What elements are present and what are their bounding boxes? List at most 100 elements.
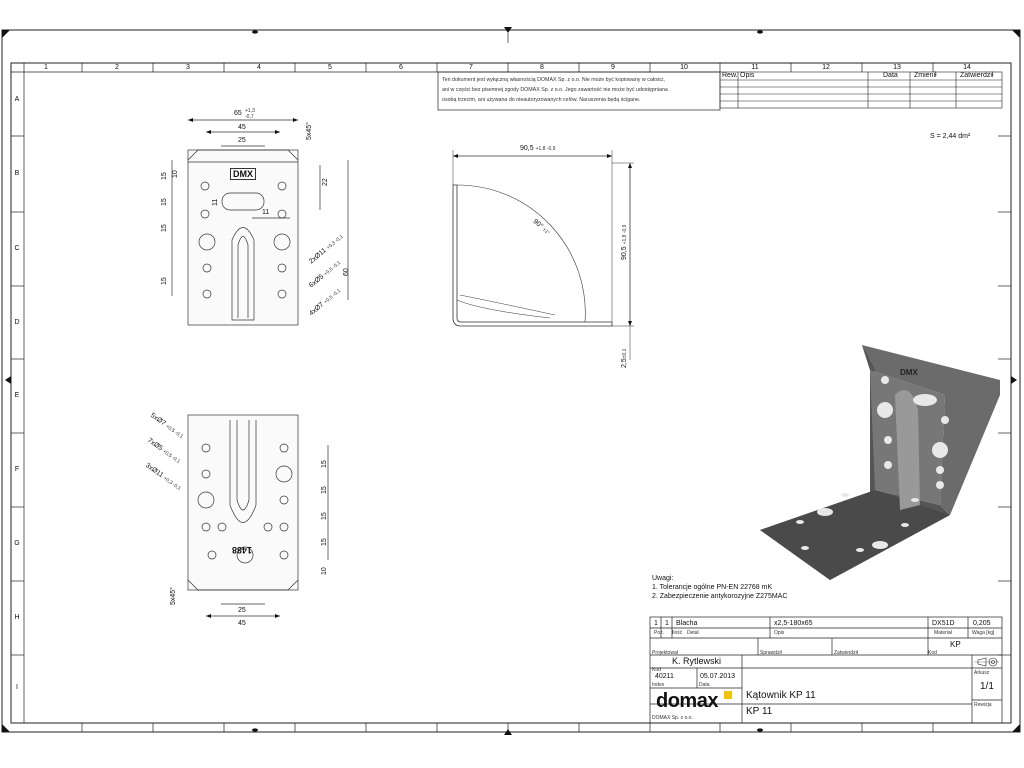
dim-22: 22 [322,178,329,186]
notes: Uwagi: 1. Tolerancje ogólne PN-EN 22768 … [652,574,787,601]
col-label: 9 [611,64,615,71]
col-label: 11 [751,64,759,71]
tb-title: Kątownik KP 11 [746,690,816,701]
bottom-view [187,414,329,617]
tb-date: 05.07.2013 [700,673,736,680]
dim-b15d: 15 [321,538,328,546]
col-label: 2 [115,64,119,71]
dim-width-tol-lower: -0,7 [245,114,254,120]
dim-b15a: 15 [321,460,328,468]
notes-title: Uwagi: [652,575,674,582]
title-block-frame [649,616,1003,724]
dim-11v: 11 [212,198,219,206]
isometric-view: DMX [760,345,1000,580]
row-label: G [14,540,20,547]
notice-line: ani w części bez pisemnej zgody DOMAX Sp… [442,87,668,93]
ownership-notice: Ten dokument jest wyłączną własnością DO… [442,75,668,105]
tb-qty: 1 [665,620,669,627]
tb-lbl-revision: Rewizja [974,702,992,708]
dim-side-width: 90,5 +1,8 -0,9 [520,145,556,152]
tb-lbl-material: Materiał [934,630,952,636]
tb-pos: 1 [654,620,658,627]
dim-15a: 15 [161,172,168,180]
dim-10: 10 [172,170,179,178]
dim-b45: 45 [238,620,246,627]
dim-45: 45 [238,124,246,131]
emboss-1488: 1488 [232,545,253,555]
col-label: 13 [893,64,901,71]
tb-designer: K. Rytlewski [672,656,722,666]
tb-lbl-date: Data [699,682,710,688]
surface-area: S = 2,44 dm² [930,133,971,140]
iso-emboss: DMX [900,368,918,377]
row-label: H [14,614,20,621]
dim-side-height: 90,5 +1,8 -0,9 [621,224,628,260]
dim-60: 60 [343,268,350,276]
domax-logo: domax [656,690,718,712]
dim-b10: 10 [321,567,328,575]
col-label: 12 [822,64,830,71]
col-label: 14 [963,64,971,71]
tb-lbl-approved: Zatwierdził [834,650,858,656]
note-item: 1. Tolerancje ogólne PN-EN 22768 mK [652,584,773,591]
rev-header-changed: Zmienił [914,72,937,79]
rev-header-rev: Rew. [722,72,738,79]
dim-width-total: 65 [234,110,242,117]
col-label: 10 [680,64,688,71]
dim-15c: 15 [161,224,168,232]
tb-company-sub: DOMAX Sp. z o.o. [652,715,693,721]
rev-header-desc: Opis [740,72,755,79]
rev-header-date: Data [883,72,898,79]
tb-kod-value: KP [950,640,961,649]
dim-b15c: 15 [321,512,328,520]
tb-material: DX51D [932,620,955,627]
dim-b-chamfer: 5x45° [170,587,177,605]
tb-sheets: 1/1 [980,681,994,692]
tb-code: KP 11 [746,706,773,717]
note-item: 2. Zabezpieczenie antykorozyjne Z275MAC [652,593,788,600]
col-label: 1 [44,64,48,71]
tb-dims: x2,5-180x65 [774,620,813,627]
col-label: 5 [328,64,332,71]
row-label: F [14,466,20,473]
row-label: D [14,319,20,326]
notice-line: Ten dokument jest wyłączną własnością DO… [442,77,665,83]
tb-mass: 0,205 [973,620,991,627]
row-label: I [16,684,18,691]
tb-lbl-desc: Opis [774,630,785,636]
tb-lbl-designer: Projektował [652,650,678,656]
row-label: A [14,96,20,103]
col-label: 3 [186,64,190,71]
dim-thickness: 2,5±0,1 [621,348,628,368]
projection-symbol [974,657,999,667]
dim-chamfer: 5x45° [306,122,313,140]
dim-15b: 15 [161,198,168,206]
col-label: 6 [399,64,403,71]
rev-header-approved: Zatwierdził [960,72,994,79]
tb-lbl-checked: Sprawdził [760,650,782,656]
tb-part: Blacha [676,620,698,627]
dim-11h: 11 [262,209,270,216]
top-view [171,119,349,326]
col-label: 7 [469,64,473,71]
dim-b25: 25 [238,607,246,614]
tb-lbl-kod: Kod [928,650,937,656]
tb-lbl-sheets: Arkusz [974,670,990,676]
col-label: 8 [540,64,544,71]
row-label: E [14,392,20,399]
dim-15d: 15 [161,277,168,285]
tb-lbl-code: Kod [652,667,661,673]
tb-index: 40211 [655,673,674,680]
tb-lbl-index: Index [652,682,665,688]
dim-width-tol-upper: +1,3 [245,108,255,114]
notice-line: osobą trzecim, ani używana do nieautoryz… [442,97,641,103]
row-label: C [14,245,20,252]
tb-lbl-mass: Waga [kg] [972,630,995,636]
dim-25: 25 [238,137,246,144]
emboss-dmx: DMX [230,168,256,180]
tb-lbl-part: Detal [687,630,699,636]
col-label: 4 [257,64,261,71]
row-label: B [14,170,20,177]
dim-b15b: 15 [321,486,328,494]
